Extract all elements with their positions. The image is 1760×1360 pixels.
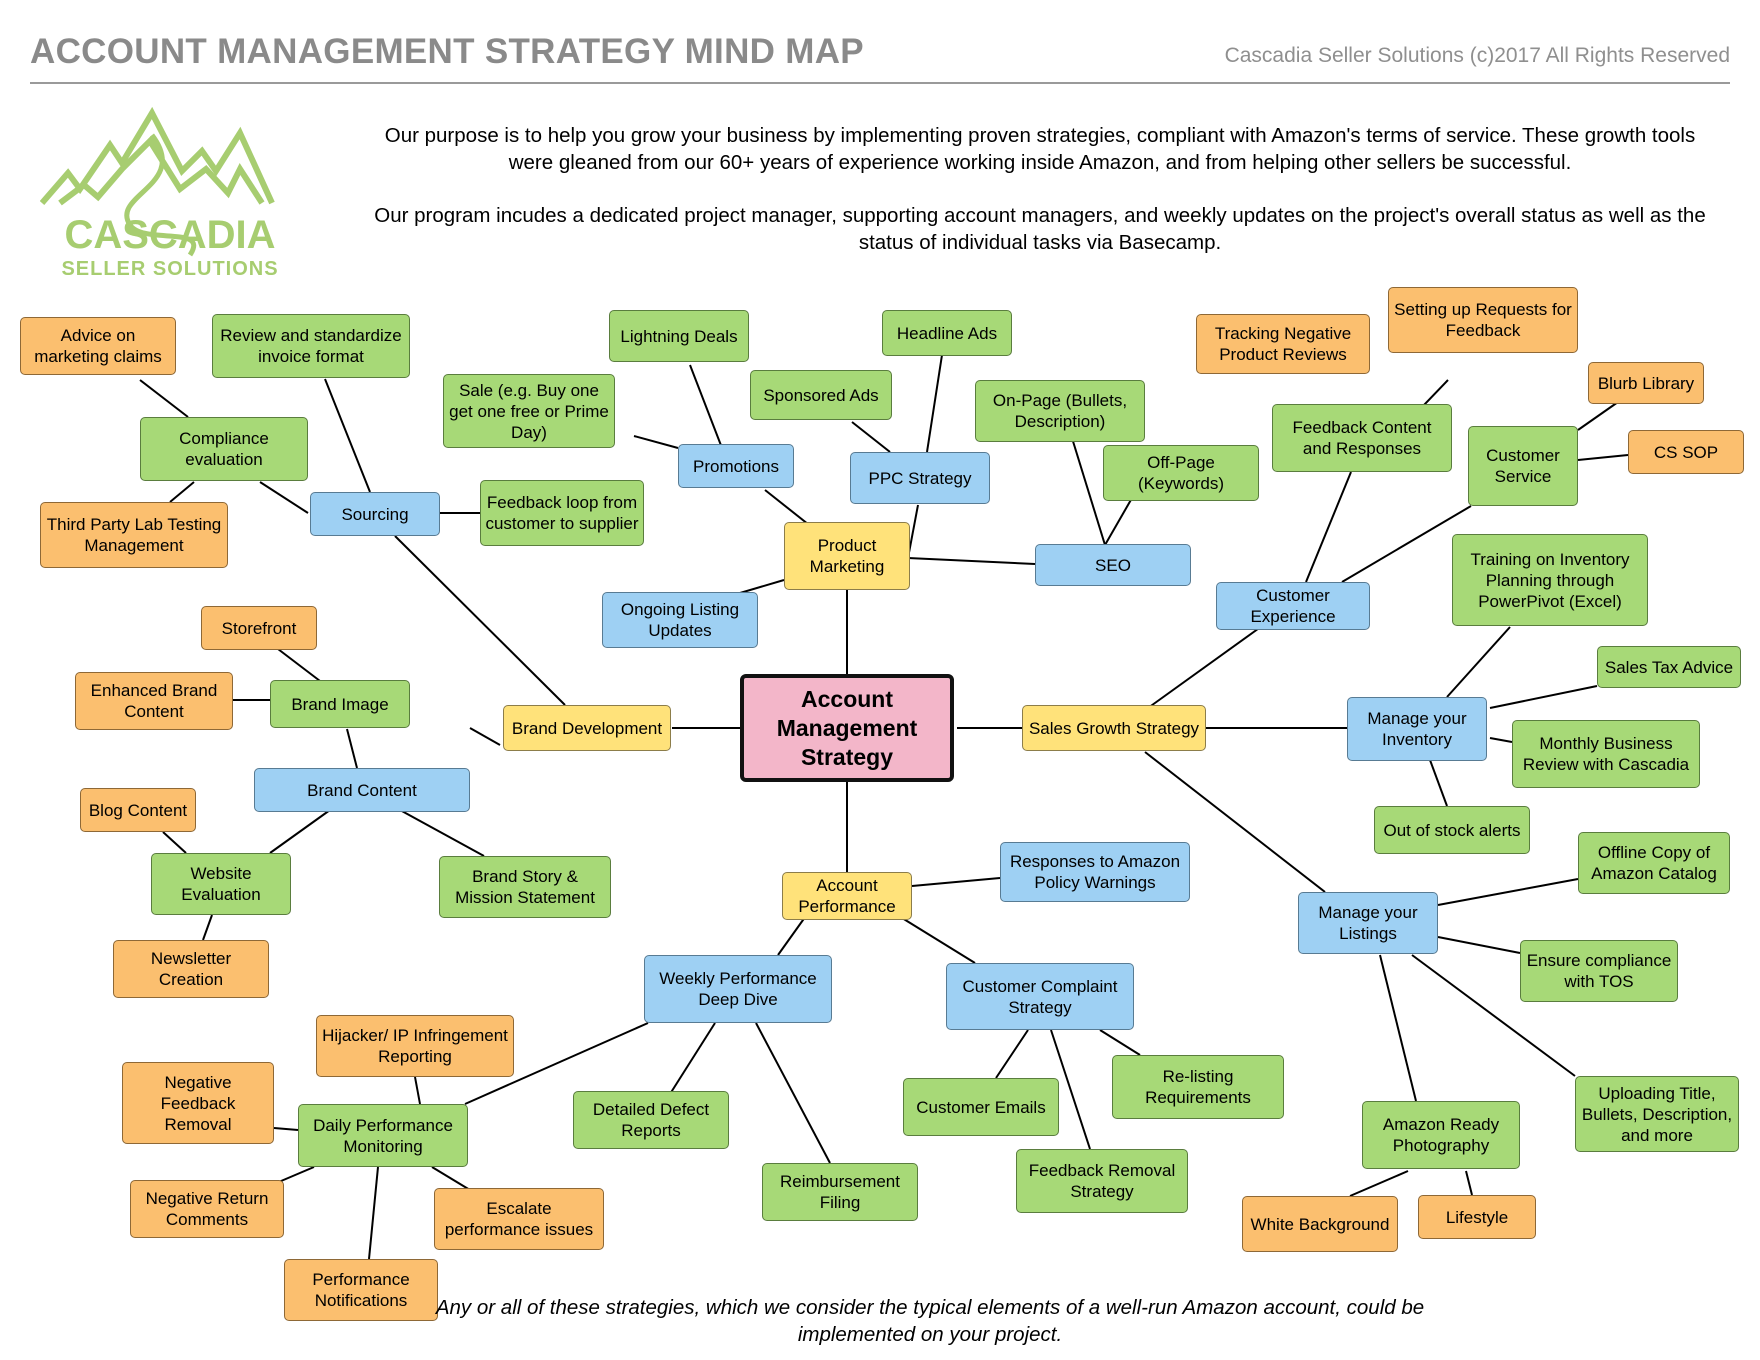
node-compliance-evaluation[interactable]: Compliance evaluation: [140, 417, 308, 481]
node-out-of-stock-alerts[interactable]: Out of stock alerts: [1374, 806, 1530, 854]
node-brand-image[interactable]: Brand Image: [270, 680, 410, 728]
logo-subtitle: SELLER SOLUTIONS: [61, 258, 278, 280]
node-amazon-ready-photography[interactable]: Amazon Ready Photography: [1362, 1101, 1520, 1169]
node-reimbursement-filing[interactable]: Reimbursement Filing: [762, 1163, 918, 1221]
node-headline-ads[interactable]: Headline Ads: [882, 310, 1012, 356]
node-customer-complaint-strategy[interactable]: Customer Complaint Strategy: [946, 963, 1134, 1030]
node-website-evaluation[interactable]: Website Evaluation: [151, 853, 291, 915]
node-feedback-loop[interactable]: Feedback loop from customer to supplier: [480, 480, 644, 546]
node-blurb-library[interactable]: Blurb Library: [1588, 362, 1704, 404]
node-escalate-performance[interactable]: Escalate performance issues: [434, 1188, 604, 1250]
node-lightning-deals[interactable]: Lightning Deals: [609, 310, 749, 362]
logo-wordmark: CASCADIA: [64, 213, 275, 257]
node-customer-emails[interactable]: Customer Emails: [903, 1078, 1059, 1136]
page-title: ACCOUNT MANAGEMENT STRATEGY MIND MAP: [30, 32, 864, 71]
node-responses-policy-warnings[interactable]: Responses to Amazon Policy Warnings: [1000, 842, 1190, 902]
node-promotions[interactable]: Promotions: [678, 444, 794, 488]
header-divider: [30, 82, 1730, 84]
node-daily-performance[interactable]: Daily Performance Monitoring: [298, 1104, 468, 1167]
node-brand-story[interactable]: Brand Story & Mission Statement: [439, 856, 611, 918]
node-ongoing-listing-updates[interactable]: Ongoing Listing Updates: [602, 592, 758, 648]
node-uploading-title[interactable]: Uploading Title, Bullets, Description, a…: [1575, 1076, 1739, 1152]
node-detailed-defect-reports[interactable]: Detailed Defect Reports: [573, 1091, 729, 1149]
node-negative-return-comments[interactable]: Negative Return Comments: [130, 1180, 284, 1238]
node-customer-service[interactable]: Customer Service: [1468, 426, 1578, 506]
node-third-party-lab[interactable]: Third Party Lab Testing Management: [40, 502, 228, 568]
node-manage-inventory[interactable]: Manage your Inventory: [1347, 697, 1487, 761]
node-relisting-requirements[interactable]: Re-listing Requirements: [1112, 1055, 1284, 1119]
node-advice-marketing-claims[interactable]: Advice on marketing claims: [20, 317, 176, 375]
copyright-text: Cascadia Seller Solutions (c)2017 All Ri…: [1224, 44, 1730, 67]
cascadia-logo: CASCADIA SELLER SOLUTIONS: [40, 106, 278, 280]
node-seo[interactable]: SEO: [1035, 544, 1191, 586]
node-monthly-business-review[interactable]: Monthly Business Review with Cascadia: [1512, 720, 1700, 788]
node-root[interactable]: Account Management Strategy: [740, 674, 954, 782]
node-weekly-performance[interactable]: Weekly Performance Deep Dive: [644, 955, 832, 1023]
node-white-background[interactable]: White Background: [1242, 1196, 1398, 1252]
node-offline-copy-catalog[interactable]: Offline Copy of Amazon Catalog: [1578, 832, 1730, 894]
node-lifestyle[interactable]: Lifestyle: [1418, 1195, 1536, 1239]
node-tracking-negative-reviews[interactable]: Tracking Negative Product Reviews: [1196, 314, 1370, 374]
mountain-logo-icon: [40, 106, 275, 206]
node-off-page[interactable]: Off-Page (Keywords): [1103, 445, 1259, 501]
node-newsletter-creation[interactable]: Newsletter Creation: [113, 940, 269, 998]
node-feedback-content[interactable]: Feedback Content and Responses: [1272, 404, 1452, 472]
intro-paragraph-program: Our program incudes a dedicated project …: [374, 204, 1706, 254]
node-sales-tax-advice[interactable]: Sales Tax Advice: [1597, 646, 1741, 688]
node-on-page[interactable]: On-Page (Bullets, Description): [975, 380, 1145, 442]
node-ensure-tos[interactable]: Ensure compliance with TOS: [1520, 940, 1678, 1002]
node-review-invoice[interactable]: Review and standardize invoice format: [212, 314, 410, 378]
road-icon: [124, 133, 196, 257]
node-product-marketing[interactable]: Product Marketing: [784, 522, 910, 590]
node-training-inventory[interactable]: Training on Inventory Planning through P…: [1452, 534, 1648, 626]
node-account-performance[interactable]: Account Performance: [782, 872, 912, 920]
node-feedback-removal-strategy[interactable]: Feedback Removal Strategy: [1016, 1149, 1188, 1213]
node-hijacker-reporting[interactable]: Hijacker/ IP Infringement Reporting: [316, 1015, 514, 1077]
footer-note: Any or all of these strategies, which we…: [435, 1296, 1425, 1346]
node-performance-notifications[interactable]: Performance Notifications: [284, 1259, 438, 1321]
node-sponsored-ads[interactable]: Sponsored Ads: [750, 370, 892, 420]
node-brand-content[interactable]: Brand Content: [254, 768, 470, 812]
node-enhanced-brand-content[interactable]: Enhanced Brand Content: [75, 672, 233, 730]
node-ppc-strategy[interactable]: PPC Strategy: [850, 452, 990, 504]
node-blog-content[interactable]: Blog Content: [80, 788, 196, 832]
node-sales-growth-strategy[interactable]: Sales Growth Strategy: [1022, 705, 1206, 751]
node-sale-bogo[interactable]: Sale (e.g. Buy one get one free or Prime…: [443, 374, 615, 448]
node-brand-development[interactable]: Brand Development: [503, 705, 671, 751]
node-cs-sop[interactable]: CS SOP: [1628, 430, 1744, 474]
node-sourcing[interactable]: Sourcing: [310, 492, 440, 536]
node-manage-listings[interactable]: Manage your Listings: [1298, 892, 1438, 954]
node-customer-experience[interactable]: Customer Experience: [1216, 582, 1370, 630]
intro-paragraph-purpose: Our purpose is to help you grow your bus…: [384, 124, 1696, 174]
node-negative-feedback-removal[interactable]: Negative Feedback Removal: [122, 1062, 274, 1144]
node-storefront[interactable]: Storefront: [201, 606, 317, 650]
node-setting-up-requests[interactable]: Setting up Requests for Feedback: [1388, 287, 1578, 353]
